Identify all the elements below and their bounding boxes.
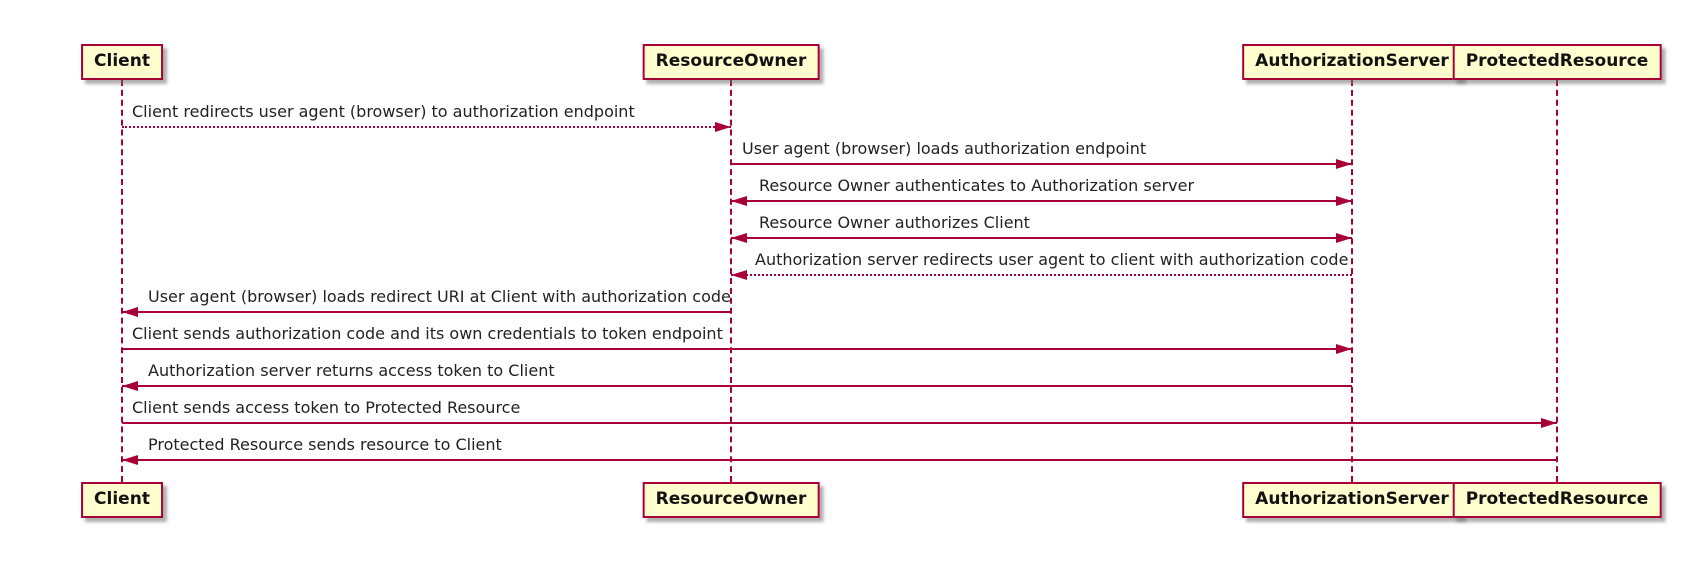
arrowhead-right (1336, 196, 1352, 206)
message-line (731, 163, 1352, 165)
lifeline-protectedresource (1556, 80, 1558, 482)
arrowhead-left (731, 233, 747, 243)
message-line (731, 274, 1352, 276)
message-label: Resource Owner authenticates to Authoriz… (759, 176, 1195, 195)
participant-top-protectedresource: ProtectedResource (1452, 44, 1662, 80)
arrowhead-left (731, 196, 747, 206)
message-label: User agent (browser) loads authorization… (742, 139, 1147, 158)
message-line (122, 459, 1557, 461)
lifeline-client (121, 80, 123, 482)
message-label: Authorization server returns access toke… (148, 361, 555, 380)
arrowhead-right (1541, 418, 1557, 428)
arrowhead-left (731, 270, 747, 280)
message-label: Client redirects user agent (browser) to… (132, 102, 635, 121)
participant-bottom-resourceowner: ResourceOwner (642, 482, 820, 518)
message-label: Resource Owner authorizes Client (759, 213, 1030, 232)
message-line (122, 126, 731, 128)
message-line (122, 385, 1352, 387)
lifeline-authorizationserver (1351, 80, 1353, 482)
participant-top-client: Client (81, 44, 163, 80)
message-line (122, 348, 1352, 350)
message-label: Authorization server redirects user agen… (755, 250, 1349, 269)
message-label: Protected Resource sends resource to Cli… (148, 435, 502, 454)
participant-bottom-protectedresource: ProtectedResource (1452, 482, 1662, 518)
participant-bottom-authorizationserver: AuthorizationServer (1242, 482, 1462, 518)
participant-top-resourceowner: ResourceOwner (642, 44, 820, 80)
arrowhead-left (122, 307, 138, 317)
message-line (122, 311, 731, 313)
arrowhead-right (715, 122, 731, 132)
arrowhead-right (1336, 159, 1352, 169)
arrowhead-left (122, 381, 138, 391)
message-label: User agent (browser) loads redirect URI … (148, 287, 731, 306)
arrowhead-right (1336, 233, 1352, 243)
message-line (731, 200, 1352, 202)
lifeline-resourceowner (730, 80, 732, 482)
participant-bottom-client: Client (81, 482, 163, 518)
participant-top-authorizationserver: AuthorizationServer (1242, 44, 1462, 80)
message-label: Client sends authorization code and its … (132, 324, 723, 343)
message-line (122, 422, 1557, 424)
message-line (731, 237, 1352, 239)
arrowhead-left (122, 455, 138, 465)
message-label: Client sends access token to Protected R… (132, 398, 521, 417)
arrowhead-right (1336, 344, 1352, 354)
